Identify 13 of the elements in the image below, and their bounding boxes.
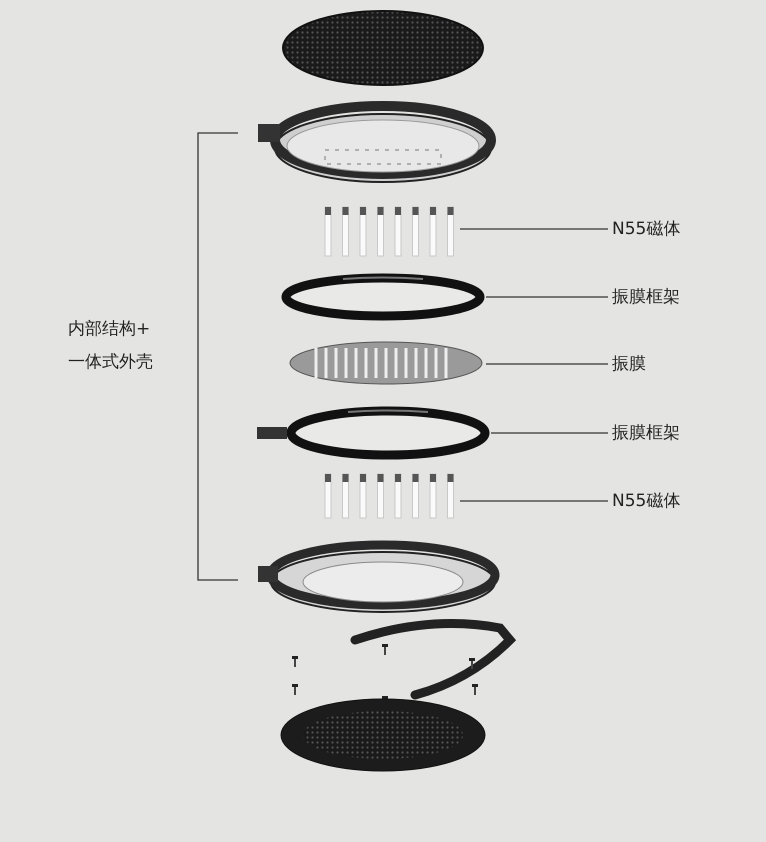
- ring-frame-drawing: [255, 405, 491, 461]
- leader-line: [486, 296, 608, 298]
- leader-line: [460, 500, 608, 502]
- leader-line: [491, 432, 608, 434]
- part-label: N55磁体: [612, 217, 680, 241]
- leader-line: [486, 363, 608, 365]
- part-label: 振膜框架: [612, 285, 680, 309]
- part-label: 振膜: [612, 352, 646, 376]
- part-label: N55磁体: [612, 489, 680, 513]
- part-label: 振膜框架: [612, 421, 680, 445]
- leader-line: [460, 228, 608, 230]
- ring-frame-drawing: [280, 272, 486, 322]
- group-label: 内部结构+一体式外壳: [68, 318, 154, 374]
